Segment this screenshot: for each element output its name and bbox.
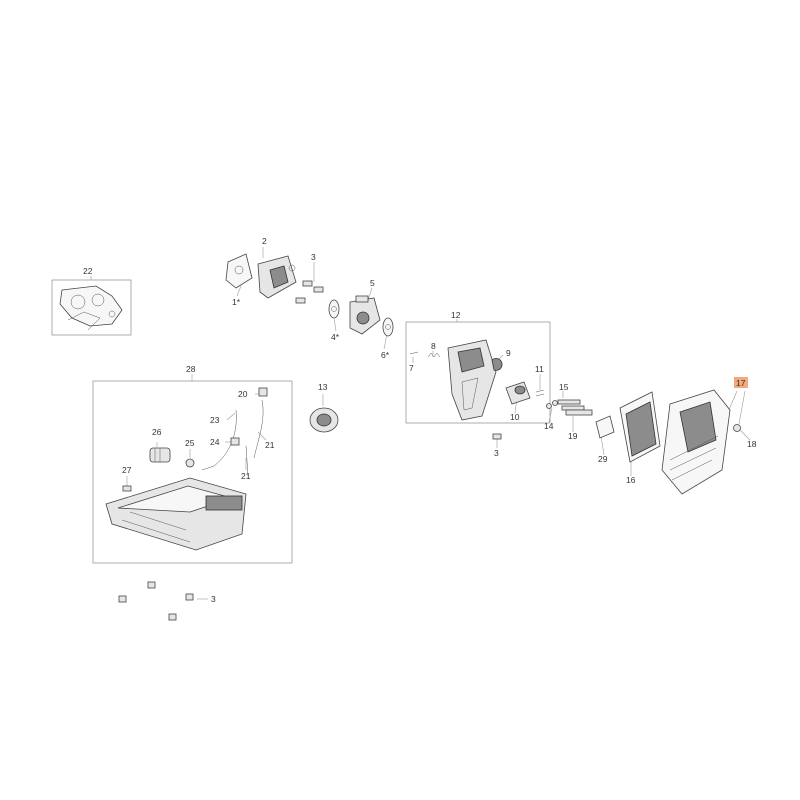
callout-20[interactable]: 20 bbox=[238, 389, 248, 399]
part-22-gasket-kit bbox=[59, 285, 123, 331]
part-18-nut bbox=[733, 424, 741, 432]
part-15-studs bbox=[557, 399, 585, 411]
part-1-gasket bbox=[225, 253, 253, 289]
callout-28[interactable]: 28 bbox=[186, 364, 196, 374]
part-7-pin bbox=[409, 351, 419, 355]
callout-9[interactable]: 9 bbox=[506, 348, 511, 358]
callout-18[interactable]: 18 bbox=[747, 439, 757, 449]
group-frame-22 bbox=[51, 279, 132, 336]
leader-lines bbox=[90, 247, 751, 600]
callout-10[interactable]: 10 bbox=[510, 412, 520, 422]
callout-labels: 22 2 1* 3 5 4* 6* 28 12 7 8 9 10 11 15 1… bbox=[83, 236, 757, 604]
part-27-screw bbox=[122, 485, 132, 492]
callout-22[interactable]: 22 bbox=[83, 266, 93, 276]
callout-29[interactable]: 29 bbox=[598, 454, 608, 464]
part-4-gasket bbox=[328, 299, 340, 319]
part-6-gasket bbox=[382, 317, 394, 337]
callout-17-highlight bbox=[734, 377, 748, 388]
callout-12[interactable]: 12 bbox=[451, 310, 461, 320]
callout-23[interactable]: 23 bbox=[210, 415, 220, 425]
part-3-screw-below-housing bbox=[492, 433, 502, 440]
callout-17[interactable]: 17 bbox=[736, 378, 746, 388]
callout-11[interactable]: 11 bbox=[535, 364, 544, 374]
callout-6[interactable]: 6* bbox=[381, 350, 390, 360]
part-17-filter-cover bbox=[661, 389, 731, 495]
callout-3-middle[interactable]: 3 bbox=[494, 448, 499, 458]
part-19-spacers bbox=[565, 409, 593, 416]
callout-27[interactable]: 27 bbox=[122, 465, 132, 475]
part-10-intake-bellows bbox=[505, 381, 531, 405]
part-24-connector bbox=[230, 437, 240, 446]
callout-16[interactable]: 16 bbox=[626, 475, 636, 485]
part-26-fuel-filter bbox=[149, 447, 171, 463]
callout-1[interactable]: 1* bbox=[232, 297, 241, 307]
part-28-fuel-tank bbox=[105, 477, 247, 551]
callout-26[interactable]: 26 bbox=[152, 427, 162, 437]
part-5-carburetor bbox=[349, 295, 381, 335]
callout-7[interactable]: 7 bbox=[409, 363, 414, 373]
part-9-choke bbox=[491, 358, 503, 371]
part-29-filter-pad bbox=[595, 415, 615, 439]
part-3-loose-screws bbox=[118, 581, 194, 621]
callout-8[interactable]: 8 bbox=[431, 341, 436, 351]
part-14-washers bbox=[546, 400, 558, 409]
callout-13[interactable]: 13 bbox=[318, 382, 328, 392]
callout-3-bottom[interactable]: 3 bbox=[211, 594, 216, 604]
callout-21-lower[interactable]: 21 bbox=[241, 471, 251, 481]
part-21-fuel-hoses bbox=[245, 399, 264, 477]
part-8-spring bbox=[427, 352, 441, 358]
callout-5[interactable]: 5 bbox=[370, 278, 375, 288]
callout-4[interactable]: 4* bbox=[331, 332, 340, 342]
callout-19[interactable]: 19 bbox=[568, 431, 578, 441]
part-16-air-filter bbox=[619, 391, 661, 463]
callout-25[interactable]: 25 bbox=[185, 438, 195, 448]
callout-21-right[interactable]: 21 bbox=[265, 440, 275, 450]
part-20-vent-valve bbox=[258, 387, 268, 397]
part-3-screws bbox=[295, 280, 324, 304]
callout-14[interactable]: 14 bbox=[544, 421, 554, 431]
part-11-pins bbox=[535, 389, 545, 397]
callout-24[interactable]: 24 bbox=[210, 437, 220, 447]
part-13-grommet bbox=[309, 407, 339, 433]
group-frame-28 bbox=[92, 380, 293, 564]
part-25-grommet bbox=[185, 458, 195, 468]
group-frame-12 bbox=[405, 321, 551, 424]
part-12-carb-housing bbox=[447, 339, 497, 421]
callout-15[interactable]: 15 bbox=[559, 382, 569, 392]
part-2-intake-flange bbox=[257, 255, 297, 299]
callout-3-top[interactable]: 3 bbox=[311, 252, 316, 262]
callout-2[interactable]: 2 bbox=[262, 236, 267, 246]
